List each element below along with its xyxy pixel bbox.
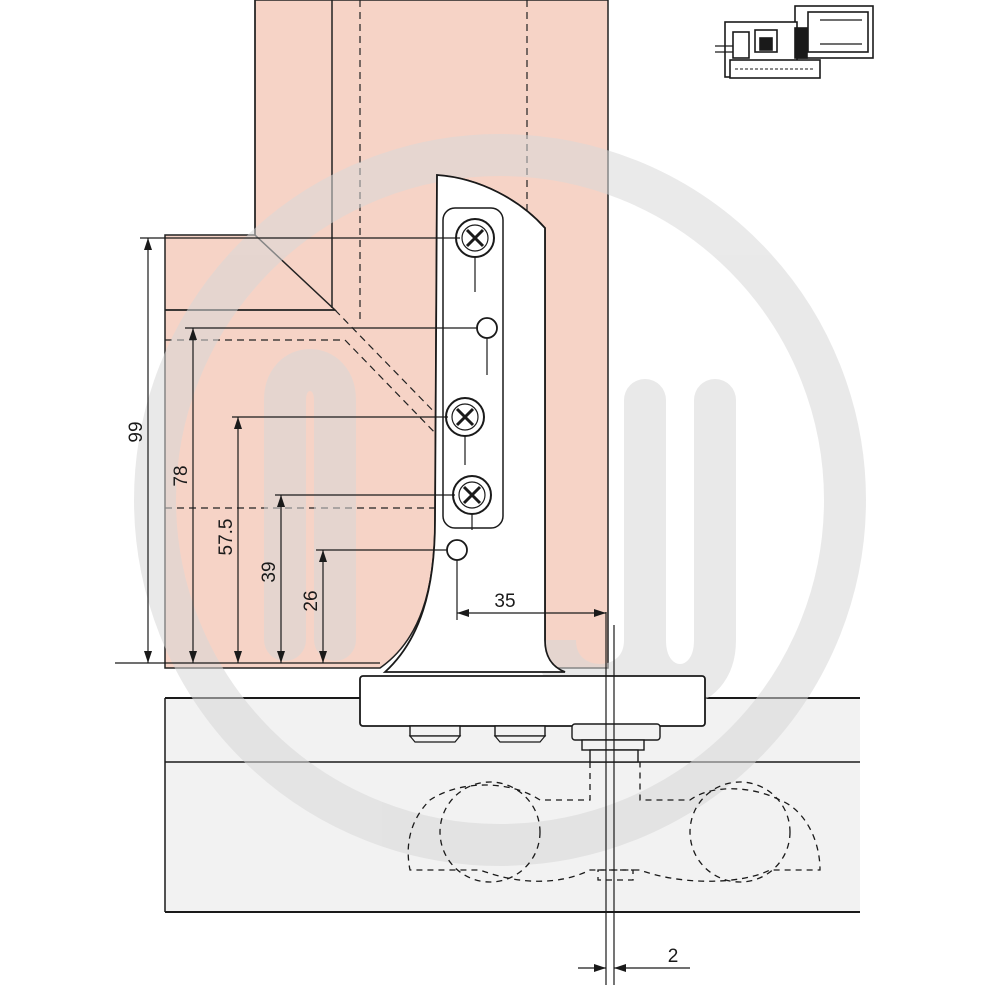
watermark-logo-icon xyxy=(134,134,866,866)
pin-hole-icon xyxy=(446,539,468,620)
dimension-arrows xyxy=(144,238,626,972)
screw-icon xyxy=(452,475,492,530)
dim-label-2: 2 xyxy=(668,946,679,967)
dim-label-26: 26 xyxy=(301,590,322,611)
dim-label-35: 35 xyxy=(494,591,515,612)
dim-label-99: 99 xyxy=(126,421,147,442)
dimension-lines xyxy=(115,237,690,985)
dim-label-39: 39 xyxy=(259,561,280,582)
dim-label-57-5: 57.5 xyxy=(216,519,237,556)
hidden-rollers xyxy=(407,762,821,883)
profile-thumbnail-icon xyxy=(715,5,874,79)
dim-label-78: 78 xyxy=(171,465,192,486)
